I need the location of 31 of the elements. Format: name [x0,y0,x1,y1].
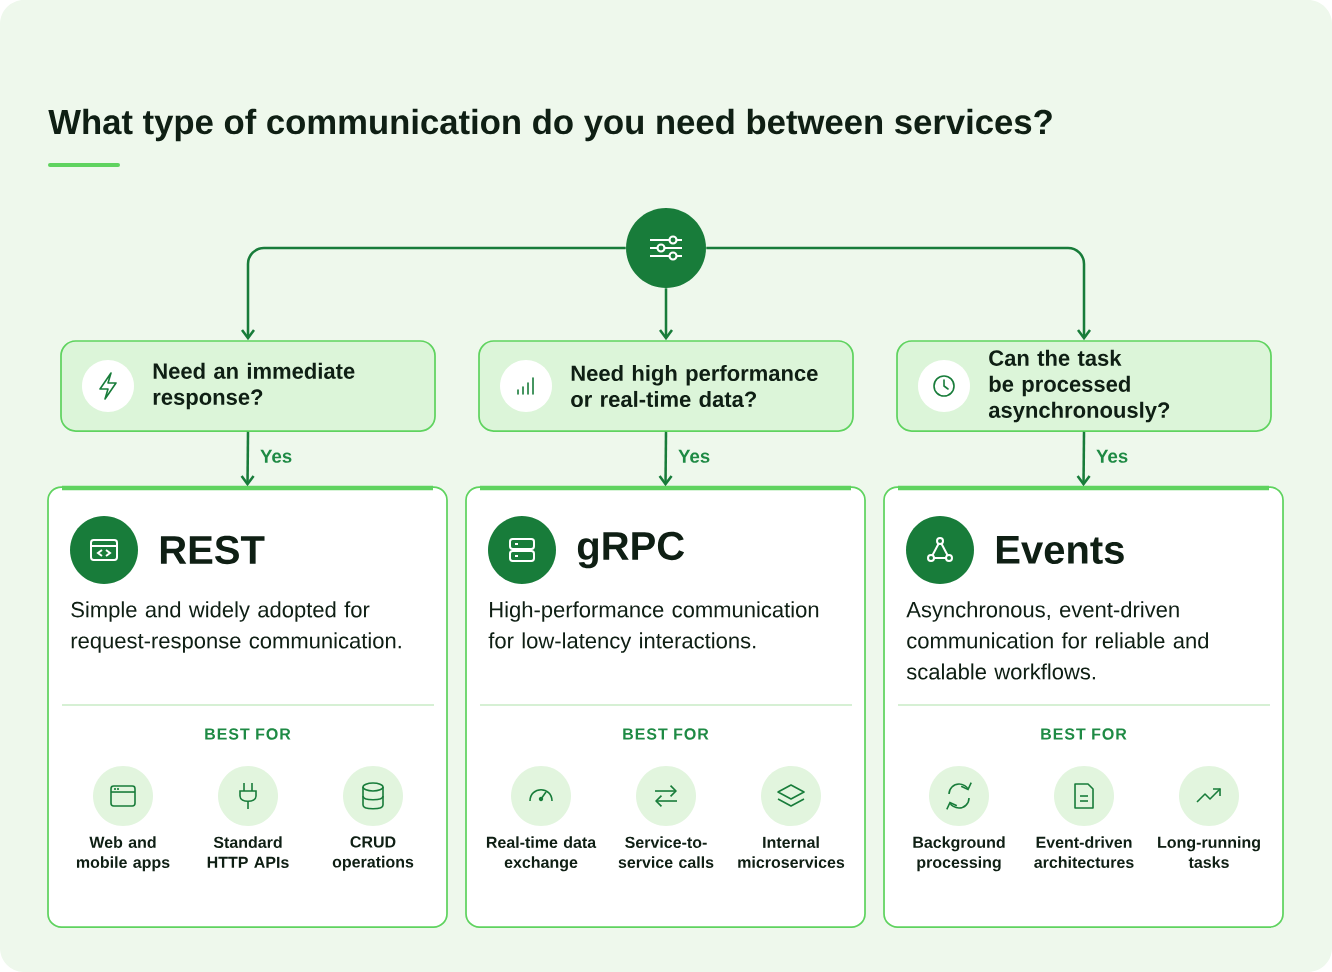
item-label: Service-to-service calls [618,836,714,868]
section-heading: BEST FOR [205,728,291,740]
item-label: Event-driven architectures [1034,836,1134,868]
item-label: Background processing [913,836,1005,872]
item-label: Real-time data exchange [486,836,597,872]
question-text: Need high performance or real-time data? [571,364,818,408]
item-label: Web and mobile apps [76,836,170,872]
card-title: gRPC [577,531,685,569]
card-title: Events [996,536,1124,564]
edge-label: Yes [1096,449,1128,463]
section-heading: BEST FOR [1041,728,1127,740]
edge-label: Yes [678,449,710,463]
item-label: Long-running tasks [1158,836,1260,868]
arrow [659,288,674,341]
arrow [240,431,255,487]
question-text: Can the task be processed asynchronously? [988,349,1170,423]
section-heading: BEST FOR [623,728,709,740]
arrow [241,246,626,341]
card-description: High-performance communication for low-latency interactions. [488,601,819,653]
edge-label: Yes [260,449,292,463]
item-label: Standard HTTP APIs [207,836,289,868]
arrow [658,431,673,487]
item-label: CRUD operations [332,836,414,871]
card-description: Asynchronous, event-driven communication for reliable and scalable workflows. [906,601,1209,680]
card-title: REST [160,535,265,565]
question-text: Need an immediate response? [153,362,355,410]
card-description: Simple and widely adopted for request-response communication. [71,601,401,653]
item-label: Internal microservices [738,836,845,868]
title: What type of communication do you need between services? [48,108,1052,142]
arrow [1076,431,1091,487]
arrow [706,246,1092,341]
